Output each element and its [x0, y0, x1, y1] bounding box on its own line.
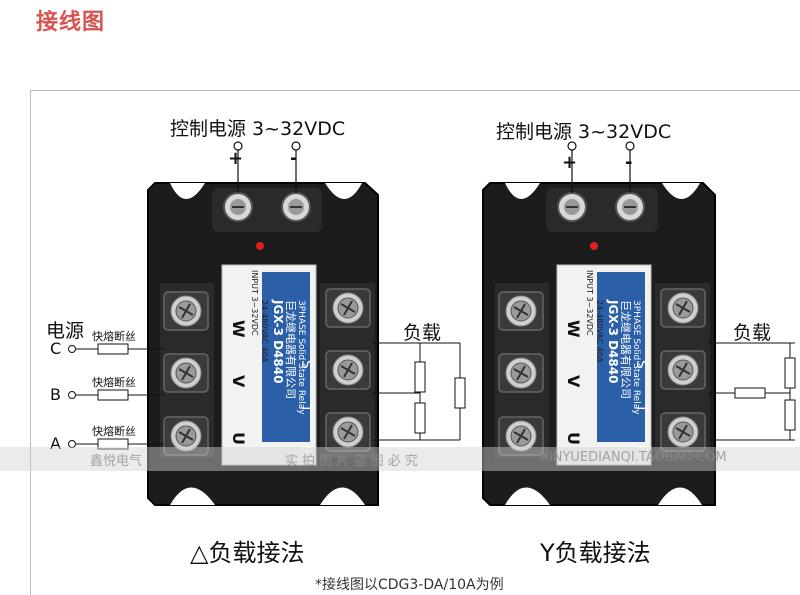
svg-text:V: V: [564, 375, 583, 388]
watermark-right: XINYUEDIANQI.TAOBAO.COM: [540, 450, 727, 465]
power-label: 电源: [46, 320, 85, 342]
svg-text:3PHASE Solid State Relay: 3PHASE Solid State Relay: [631, 300, 641, 415]
footnote: *接线图以CDG3-DA/10A为例: [315, 577, 504, 593]
svg-text:巨龙继电器有限公司: 巨龙继电器有限公司: [619, 300, 633, 399]
svg-text:3PHASE Solid State Relay: 3PHASE Solid State Relay: [296, 300, 306, 415]
left-minus-sign: -: [290, 148, 298, 169]
svg-text:JGX-3 D4840: JGX-3 D4840: [271, 299, 285, 383]
watermark-band: [0, 447, 800, 471]
svg-text:T: T: [633, 403, 649, 413]
relay-left: 巨龙继电器有限公司 3PHASE Solid State Relay JGX-3…: [147, 182, 379, 506]
svg-text:W: W: [229, 320, 248, 338]
svg-text:24-480VAC 40A: 24-480VAC 40A: [595, 300, 604, 363]
fuse-label-b: 快熔断丝: [92, 376, 136, 389]
watermark-middle: 实 拍 图 片 盗 图 必 究: [285, 454, 418, 469]
svg-text:T: T: [298, 403, 314, 413]
svg-text:JGX-3 D4840: JGX-3 D4840: [606, 299, 620, 383]
svg-text:S: S: [633, 360, 649, 369]
watermark-left: 鑫悦电气: [90, 454, 143, 469]
y-caption: Y负载接法: [540, 539, 651, 567]
phase-a-label: A: [50, 434, 61, 453]
svg-text:INPUT 3~32VDC: INPUT 3~32VDC: [585, 270, 594, 336]
right-minus-sign: -: [625, 152, 633, 173]
phase-b-label: B: [50, 385, 61, 404]
svg-text:S: S: [298, 360, 314, 369]
svg-text:U: U: [229, 432, 248, 445]
left-load-label: 负载: [403, 322, 442, 344]
fuse-label-a: 快熔断丝: [92, 425, 136, 438]
svg-text:U: U: [564, 432, 583, 445]
delta-caption: △负载接法: [190, 539, 305, 567]
right-load-label: 负载: [733, 322, 772, 344]
svg-text:V: V: [229, 375, 248, 388]
svg-text:巨龙继电器有限公司: 巨龙继电器有限公司: [284, 300, 298, 399]
right-control-label: 控制电源 3~32VDC: [496, 121, 672, 143]
y-load: [708, 342, 796, 441]
left-plus-sign: +: [228, 148, 244, 169]
svg-text:INPUT 3~32VDC: INPUT 3~32VDC: [250, 270, 259, 336]
right-plus-sign: +: [562, 152, 578, 173]
svg-text:R: R: [633, 445, 649, 455]
fuse-label-c: 快熔断丝: [92, 330, 136, 343]
left-input-wiring: [68, 343, 164, 450]
page-title: 接线图: [36, 10, 106, 35]
svg-text:R: R: [298, 445, 314, 455]
svg-text:W: W: [564, 320, 583, 338]
delta-load: [372, 342, 466, 441]
svg-text:24-480VAC 40A: 24-480VAC 40A: [260, 300, 269, 363]
phase-c-label: C: [50, 339, 62, 358]
left-control-label: 控制电源 3~32VDC: [170, 118, 346, 140]
relay-right: 巨龙继电器有限公司 3PHASE Solid State Relay JGX-3…: [482, 182, 716, 506]
